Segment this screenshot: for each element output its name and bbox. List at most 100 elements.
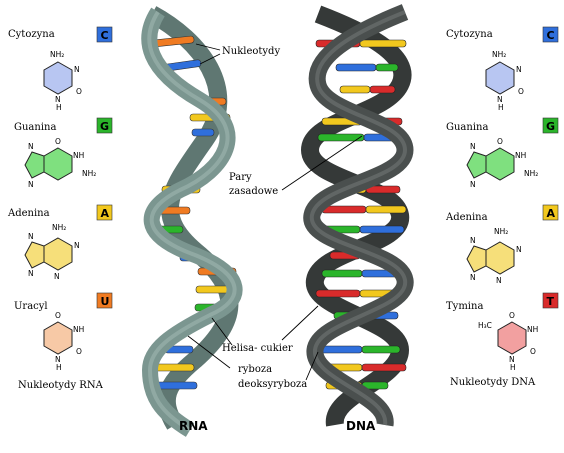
svg-text:NH: NH — [527, 325, 538, 334]
svg-text:N: N — [54, 272, 60, 281]
dna-pair-right — [365, 205, 407, 214]
uracil-structure-icon: O NH O N H — [43, 311, 84, 372]
svg-text:N: N — [509, 355, 515, 364]
svg-text:O: O — [530, 347, 536, 356]
svg-text:N: N — [497, 95, 503, 104]
adenine-structure-icon: NH₂ N N N N — [24, 223, 80, 281]
rna-nucleotide-blue — [154, 381, 198, 390]
svg-text:N: N — [516, 65, 522, 74]
svg-text:O: O — [76, 87, 82, 96]
dna-bases-panel: Cytozyna C NH₂ N O N H Guanina G O NH NH… — [445, 26, 559, 388]
rna-base-letter: U — [101, 295, 110, 308]
dna-pair-right — [361, 345, 401, 354]
rna-nucleotide-blue — [191, 128, 215, 137]
svg-text:N: N — [516, 245, 522, 254]
svg-text:H: H — [498, 103, 504, 112]
svg-text:H: H — [56, 103, 62, 112]
helix-label: Helisa- cukier — [222, 343, 293, 354]
base-pairs-pointer — [281, 135, 363, 191]
ribose-pointer — [187, 335, 231, 369]
svg-text:NH₂: NH₂ — [82, 169, 96, 178]
pointer-lines — [187, 43, 363, 381]
dna-base-letter: A — [547, 207, 556, 220]
rna-base-name: Adenina — [7, 208, 50, 219]
svg-text:H: H — [510, 363, 516, 372]
dna-pair-right — [359, 39, 407, 48]
rna-base-badge — [96, 26, 113, 43]
dna-pair-left — [317, 133, 365, 142]
dna-pair-left — [321, 269, 363, 278]
svg-text:O: O — [518, 87, 524, 96]
svg-text:H₃C: H₃C — [478, 321, 492, 330]
dna-title: DNA — [346, 419, 376, 433]
rna-nucleotides-caption: Nukleotydy RNA — [18, 380, 104, 391]
deoxyribose-pointer — [305, 351, 319, 381]
svg-text:N: N — [74, 65, 80, 74]
cytosine-structure-icon: NH₂ N O N H — [485, 50, 524, 112]
helix-pointer-dna — [281, 305, 319, 341]
svg-text:NH: NH — [73, 151, 84, 160]
rna-base-name: Cytozyna — [8, 29, 55, 40]
guanine-structure-icon: O NH NH₂ N N — [24, 137, 96, 189]
dna-base-name: Adenina — [445, 212, 488, 223]
rna-base-name: Uracyl — [14, 301, 48, 312]
svg-text:N: N — [470, 180, 476, 189]
base-pairs-label-1: Pary — [229, 172, 252, 183]
rna-base-badge — [96, 117, 113, 134]
dna-base-badge — [542, 117, 559, 134]
svg-text:NH: NH — [515, 151, 526, 160]
cytosine-structure-icon: NH₂ N O N H — [43, 50, 82, 112]
dna-pair-right — [361, 363, 407, 372]
helix-pointer-rna — [211, 317, 233, 346]
svg-text:O: O — [509, 311, 515, 320]
rna-backbone-highlight — [147, 10, 237, 432]
dna-base-name: Guanina — [446, 122, 488, 133]
dna-base-badge — [542, 26, 559, 43]
dna-pair-left — [321, 205, 367, 214]
rna-bases-panel: Cytozyna C NH₂ N O N H Guanina G O NH NH… — [7, 26, 113, 391]
svg-text:N: N — [470, 236, 476, 245]
svg-text:N: N — [28, 142, 34, 151]
svg-text:NH₂: NH₂ — [494, 227, 508, 236]
rna-base-letter: G — [100, 120, 109, 133]
rna-base-name: Guanina — [14, 122, 56, 133]
dna-pair-right — [375, 63, 399, 72]
thymine-structure-icon: O NH O H₃C N H — [478, 311, 538, 372]
dna-base-letter: C — [547, 29, 555, 42]
rna-helix — [141, 6, 243, 437]
svg-text:NH₂: NH₂ — [52, 223, 66, 232]
rna-base-badge — [96, 204, 113, 221]
svg-text:N: N — [28, 232, 34, 241]
dna-pair-left — [339, 85, 371, 94]
dna-base-name: Cytozyna — [446, 29, 493, 40]
svg-text:O: O — [55, 311, 61, 320]
rna-base-badge — [96, 292, 113, 309]
dna-base-letter: G — [546, 120, 555, 133]
dna-pair-left — [335, 63, 377, 72]
svg-text:O: O — [76, 347, 82, 356]
dna-base-letter: T — [547, 295, 555, 308]
svg-text:N: N — [470, 142, 476, 151]
dna-base-name: Tymina — [446, 301, 483, 312]
dna-pair-right — [369, 85, 396, 94]
svg-text:NH₂: NH₂ — [524, 169, 538, 178]
svg-text:NH₂: NH₂ — [50, 50, 64, 59]
svg-text:NH₂: NH₂ — [492, 50, 506, 59]
svg-text:N: N — [74, 241, 80, 250]
ribose-label: ryboza — [238, 364, 272, 375]
svg-text:O: O — [497, 137, 503, 146]
svg-text:N: N — [55, 355, 61, 364]
rna-base-letter: C — [101, 29, 109, 42]
guanine-structure-icon: O NH NH₂ N N — [466, 137, 538, 189]
dna-base-badge — [542, 204, 559, 221]
rna-title: RNA — [179, 419, 208, 433]
svg-text:O: O — [55, 137, 61, 146]
adenine-structure-icon: NH₂ N N N N — [466, 227, 522, 285]
svg-text:N: N — [55, 95, 61, 104]
dna-pair-right — [359, 225, 405, 234]
svg-text:N: N — [28, 269, 34, 278]
dna-helix — [300, 4, 414, 427]
nucleotides-pointer-2 — [199, 53, 221, 65]
